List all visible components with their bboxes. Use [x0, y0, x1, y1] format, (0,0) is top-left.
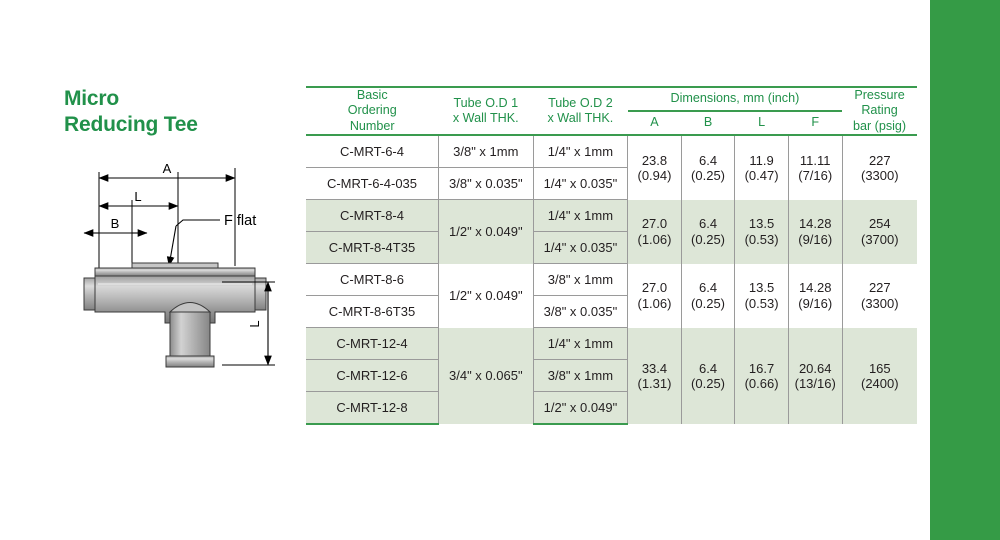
cell-tube-od2: 1/4" x 0.035" — [533, 231, 629, 265]
cell-tube-od2: 1/2" x 0.049" — [533, 391, 629, 426]
header-pressure-rating: Pressure Rating bar (psig) — [842, 85, 917, 137]
cell-dim-b: 6.4 (0.25) — [681, 327, 736, 425]
dimension-a-label: A — [163, 161, 172, 176]
cell-dim-a: 27.0 (1.06) — [627, 199, 682, 264]
cell-dim-l: 13.5 (0.53) — [734, 263, 789, 328]
dimension-l-top-label: L — [134, 189, 141, 204]
cell-tube-od2: 1/4" x 1mm — [533, 327, 629, 361]
dimension-l-top: L — [98, 189, 179, 210]
cell-tube-od1: 3/8" x 0.035" — [438, 167, 534, 201]
table-row: C-MRT-8-6T35 3/8" x 0.035" — [306, 295, 917, 329]
cell-tube-od2: 3/8" x 1mm — [533, 263, 629, 297]
cell-pressure-rating: 227 (3300) — [842, 263, 917, 328]
dimension-b-label: B — [111, 216, 120, 231]
specification-table: Basic Ordering Number Tube O.D 1 x Wall … — [306, 85, 917, 426]
callout-f-flat: F flat — [166, 213, 256, 267]
cell-ordering-number: C-MRT-12-8 — [306, 391, 439, 426]
page-title-line-1: Micro — [64, 87, 120, 110]
header-basic-ordering-number: Basic Ordering Number — [306, 85, 439, 137]
cell-ordering-number: C-MRT-8-4 — [306, 199, 439, 233]
page-title-line-2: Reducing Tee — [64, 113, 198, 137]
cell-tube-od1: 1/2" x 0.049" — [438, 263, 534, 328]
cell-ordering-number: C-MRT-12-4 — [306, 327, 439, 361]
callout-f-flat-label: F flat — [224, 213, 256, 229]
cell-dim-l: 13.5 (0.53) — [734, 199, 789, 264]
header-dim-a: A — [627, 111, 682, 137]
product-drawing: A L B F flat — [70, 160, 300, 375]
header-dimensions-group: Dimensions, mm (inch) — [627, 85, 843, 113]
cell-dim-l: 11.9 (0.47) — [734, 135, 789, 200]
header-dim-b: B — [681, 111, 735, 137]
cell-tube-od2: 1/4" x 1mm — [533, 199, 629, 233]
cell-dim-b: 6.4 (0.25) — [681, 135, 736, 200]
dimension-l-side-label: L — [247, 320, 262, 327]
cell-dim-f: 14.28 (9/16) — [788, 199, 843, 264]
cell-dim-b: 6.4 (0.25) — [681, 263, 736, 328]
cell-tube-od2: 1/4" x 0.035" — [533, 167, 629, 201]
cell-ordering-number: C-MRT-8-4T35 — [306, 231, 439, 265]
cell-dim-l: 16.7 (0.66) — [734, 327, 789, 425]
cell-dim-a: 23.8 (0.94) — [627, 135, 682, 200]
cell-pressure-rating: 227 (3300) — [842, 135, 917, 200]
cell-pressure-rating: 165 (2400) — [842, 327, 917, 425]
dimension-l-side: L — [222, 281, 275, 366]
dimension-a: A — [98, 161, 236, 182]
cell-pressure-rating: 254 (3700) — [842, 199, 917, 264]
cell-dim-a: 27.0 (1.06) — [627, 263, 682, 328]
cell-dim-f: 14.28 (9/16) — [788, 263, 843, 328]
cell-ordering-number: C-MRT-8-6T35 — [306, 295, 439, 329]
table-row: C-MRT-8-4T35 1/4" x 0.035" — [306, 231, 917, 265]
cell-ordering-number: C-MRT-6-4-035 — [306, 167, 439, 201]
header-tube-od1: Tube O.D 1 x Wall THK. — [438, 85, 534, 137]
header-dim-l: L — [734, 111, 789, 137]
cell-dim-f: 20.64 (13/16) — [788, 327, 843, 425]
right-green-bar — [930, 0, 1000, 540]
cell-tube-od2: 1/4" x 1mm — [533, 135, 629, 169]
cell-tube-od1: 3/4" x 0.065" — [438, 327, 534, 425]
table-row: C-MRT-12-6 3/8" x 1mm — [306, 359, 917, 393]
cell-tube-od2: 3/8" x 0.035" — [533, 295, 629, 329]
cell-tube-od2: 3/8" x 1mm — [533, 359, 629, 393]
cell-tube-od1: 1/2" x 0.049" — [438, 199, 534, 264]
table-row: C-MRT-12-8 1/2" x 0.049" — [306, 391, 917, 426]
header-tube-od2: Tube O.D 2 x Wall THK. — [533, 85, 628, 137]
table-header: Basic Ordering Number Tube O.D 1 x Wall … — [306, 85, 917, 137]
cell-ordering-number: C-MRT-6-4 — [306, 135, 439, 169]
cell-ordering-number: C-MRT-8-6 — [306, 263, 439, 297]
cell-tube-od1: 3/8" x 1mm — [438, 135, 534, 169]
cell-dim-b: 6.4 (0.25) — [681, 199, 736, 264]
dimension-b: B — [83, 216, 148, 237]
page-title: Micro Reducing Tee — [64, 86, 294, 139]
header-dim-f: F — [788, 111, 843, 137]
cell-dim-f: 11.11 (7/16) — [788, 135, 843, 200]
cell-dim-a: 33.4 (1.31) — [627, 327, 682, 425]
tee-body-graphic — [83, 262, 267, 368]
cell-ordering-number: C-MRT-12-6 — [306, 359, 439, 393]
